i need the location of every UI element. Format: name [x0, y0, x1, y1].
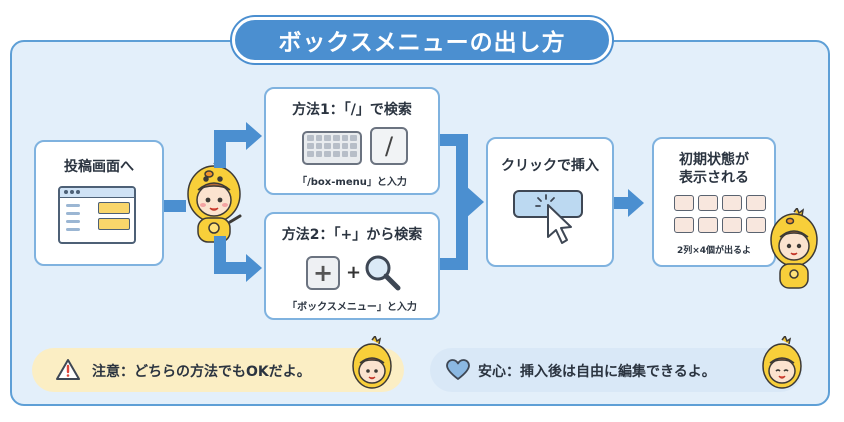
caution-text: 注意：どちらの方法でもOKだよ。 [92, 364, 311, 380]
relief-text: 安心：挿入後は自由に編集できるよ。 [478, 364, 716, 380]
chick-mascot-caution [352, 336, 392, 389]
caution-note: 注意：どちらの方法でもOKだよ。 [32, 348, 404, 392]
browser-window-icon [58, 186, 136, 244]
chick-mascot-relief [762, 336, 802, 389]
step-result-caption: 2列×4個が出るよ [676, 246, 752, 256]
keyboard-icon [302, 131, 362, 165]
plus-connector-icon: + [346, 262, 362, 283]
chick-mascot-pointing [187, 160, 242, 243]
diagram-title: ボックスメニューの出し方 [232, 17, 612, 63]
step-result-label-line2: 表示される [679, 170, 749, 186]
warning-icon [56, 359, 80, 380]
click-cursor-icon [513, 190, 583, 244]
plus-key-icon: + [306, 256, 340, 290]
step-result-card: 初期状態が 表示される 2列×4個が出るよ [652, 137, 776, 267]
method1-caption: 「/box-menu」と入力 [297, 177, 407, 188]
relief-note: 安心：挿入後は自由に編集できるよ。 [430, 348, 802, 392]
magnifier-icon [365, 255, 401, 291]
step-insert-label: クリックで挿入 [501, 158, 599, 174]
method2-caption: 「ボックスメニュー」と入力 [287, 302, 417, 313]
step-start-card: 投稿画面へ [34, 140, 164, 266]
step-result-label-line1: 初期状態が [679, 152, 749, 168]
method1-card: 方法1：「/」で検索 / 「/box-menu」と入力 [264, 87, 440, 195]
method2-card: 方法2：「+」から検索 + + 「ボックスメニュー」と入力 [264, 212, 440, 320]
slash-key-icon: / [370, 127, 408, 165]
heart-icon [446, 359, 470, 380]
step-start-label: 投稿画面へ [64, 159, 134, 175]
step-insert-card: クリックで挿入 [486, 137, 614, 267]
method2-title: 方法2：「+」から検索 [281, 227, 423, 243]
chick-mascot-right [770, 208, 818, 289]
method1-title: 方法1：「/」で検索 [292, 102, 412, 118]
